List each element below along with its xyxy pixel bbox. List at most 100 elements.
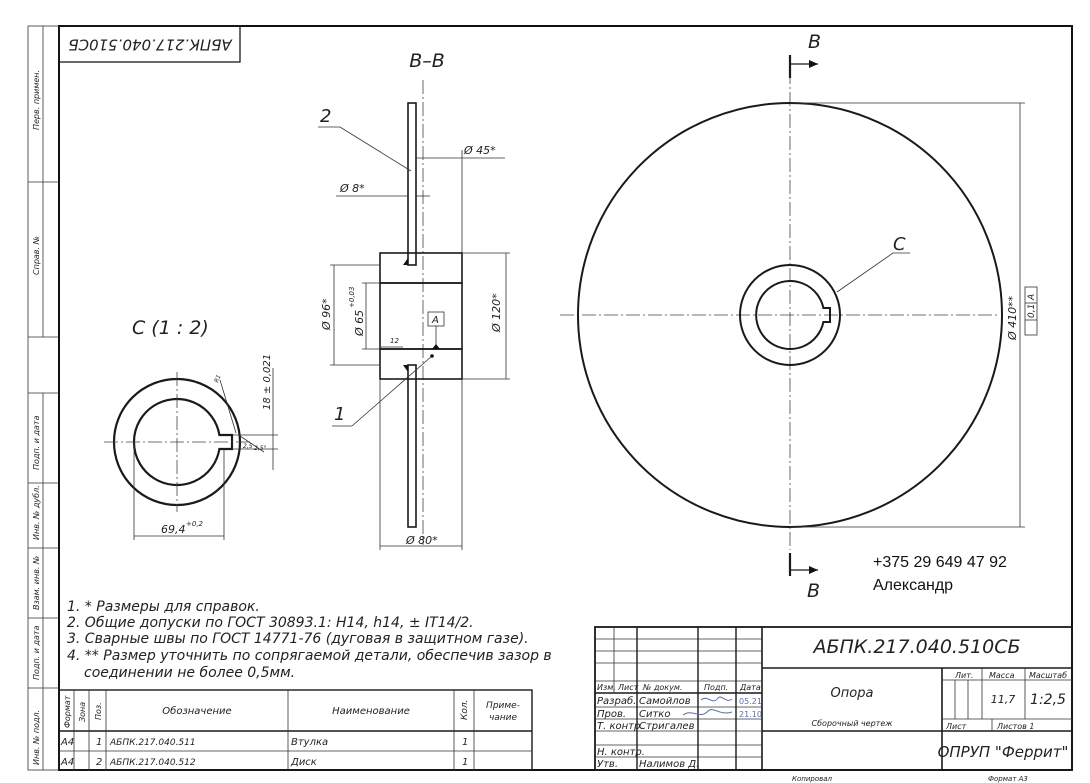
note-4-cont: соединении не более 0,5мм.	[84, 665, 295, 681]
detail-c-view: 69,4 +0,2 18 ± 0,021 R1 2,5 2,5°	[104, 354, 278, 540]
detail-title: С (1 : 2)	[132, 317, 209, 339]
tb-scale-label: Масштаб	[1029, 671, 1067, 680]
spec-row-1-format: А4	[60, 737, 74, 748]
spec-row-1-qty: 1	[462, 737, 468, 748]
contact-block: +375 29 649 47 92 Александр	[873, 551, 1007, 597]
margin-label-first-use: Перв. примен.	[32, 70, 41, 130]
spec-row-1-designation: АБПК.217.040.511	[109, 738, 196, 748]
dim-d45: Ø 45*	[463, 144, 496, 157]
bushing-outer	[739, 264, 841, 366]
spec-header-format: Формат	[63, 695, 72, 728]
tb-role-tech-control: Т. контр.	[597, 721, 644, 732]
margin-label-dup-inv: Инв. № дубл.	[32, 485, 41, 540]
bottom-copied: Копировал	[792, 775, 833, 783]
runout-frame	[1024, 286, 1038, 336]
datum-a-label: A	[431, 315, 439, 326]
tb-col-doc: № докум.	[642, 683, 682, 692]
margin-label-repl-inv: Взам. инв. №	[32, 556, 41, 610]
spec-row-2-name: Диск	[290, 757, 317, 768]
bushing-bore-keyway	[755, 280, 831, 350]
spec-row-2-pos: 2	[96, 757, 102, 768]
weld-size: 12	[390, 337, 399, 345]
tb-part-name: Опора	[831, 686, 874, 701]
tb-designation: АБПК.217.040.510СБ	[811, 636, 1020, 658]
tb-person-checker: Ситко	[639, 709, 670, 720]
spec-header-qty: Кол.	[460, 699, 470, 720]
tb-col-sign: Подп.	[704, 683, 728, 692]
spec-row-2-designation: АБПК.217.040.512	[109, 758, 196, 768]
tb-doc-type: Сборочный чертеж	[812, 719, 894, 728]
contact-phone[interactable]: +375 29 649 47 92	[873, 554, 1007, 571]
dim-key-69: 69,4	[161, 523, 186, 536]
note-1: 1. * Размеры для справок.	[67, 599, 260, 615]
tb-col-rev: Изм.	[597, 683, 616, 692]
tb-sheets-label: Листов 1	[996, 722, 1035, 731]
spec-row-1-name: Втулка	[291, 737, 328, 748]
spec-header-note-1: Приме-	[486, 701, 520, 711]
dim-d65: Ø 65	[353, 310, 366, 337]
tb-organization: ОПРУП "Феррит"	[938, 743, 1069, 761]
dim-d410: Ø 410**	[1006, 295, 1019, 341]
bushing-bore	[379, 282, 463, 350]
dim-d96: Ø 96*	[320, 298, 333, 331]
dim-key-69-tol: +0,2	[186, 520, 204, 528]
section-mark-bottom: В	[807, 580, 820, 602]
section-title: В–В	[409, 50, 445, 72]
code-stamp-text: АБПК.217.040.510СБ	[68, 36, 232, 54]
tb-date-developer: 05.21	[739, 697, 762, 706]
note-4: 4. ** Размер уточнить по сопрягаемой дет…	[67, 648, 552, 664]
tb-mass-label: Масса	[989, 671, 1015, 680]
dim-d120: Ø 120*	[490, 293, 503, 333]
spec-row-2-format: А4	[60, 757, 74, 768]
tb-person-tech-control: Стригалев	[639, 721, 695, 732]
tb-role-developer: Разраб.	[597, 695, 636, 707]
tb-role-norm-control: Н. контр.	[597, 747, 645, 758]
dim-key-r1: R1	[213, 374, 222, 384]
spec-header-note-2: чание	[489, 713, 518, 723]
spec-header-zone: Зона	[78, 702, 87, 722]
runout-value: 0,1	[1027, 304, 1037, 318]
margin-label-sign-date-2: Подп. и дата	[32, 625, 41, 680]
signature-checker	[682, 709, 733, 716]
tb-sheet-label: Лист	[945, 722, 967, 731]
dim-d80: Ø 80*	[405, 534, 438, 547]
tb-role-checker: Пров.	[597, 709, 626, 720]
title-block: Изм. Лист № докум. Подп. Дата Разраб. Пр…	[594, 626, 1073, 771]
dim-key-18: 18 ± 0,021	[262, 354, 273, 410]
spec-header-designation: Обозначение	[162, 705, 231, 717]
spec-header-name: Наименование	[332, 706, 410, 717]
weld-lower	[403, 365, 408, 372]
note-2: 2. Общие допуски по ГОСТ 30893.1: H14, h…	[67, 615, 474, 631]
section-mark-top: В	[808, 31, 821, 53]
leader-label-2: 2	[320, 106, 331, 127]
disc-upper	[407, 102, 417, 266]
tb-scale-value: 1:2,5	[1030, 692, 1066, 708]
signature-developer	[700, 696, 733, 702]
dim-d8: Ø 8*	[339, 182, 365, 195]
dim-d65-tol: +0,03	[348, 287, 356, 308]
disc-lower	[407, 364, 417, 528]
margin-label-orig-inv: Инв. № подл.	[32, 710, 41, 765]
bushing-wall-upper	[379, 252, 463, 284]
inner-frame	[58, 25, 1073, 771]
note-3: 3. Сварные швы по ГОСТ 14771-76 (дуговая…	[67, 631, 529, 647]
tb-person-developer: Самойлов	[639, 696, 691, 707]
dim-key-r2: 2,5	[243, 443, 253, 450]
leader-label-c: С	[893, 234, 906, 255]
spec-row-2-qty: 1	[462, 757, 468, 768]
contact-name: Александр	[873, 577, 954, 594]
tb-date-checker: 21.10	[739, 710, 762, 719]
tb-lit-label: Лит.	[954, 671, 973, 680]
detail-keyway-bore	[132, 397, 234, 487]
margin-label-sign-date-1: Подп. и дата	[32, 415, 41, 470]
front-view: Ø 410** 0,1 A С В В	[560, 31, 1038, 602]
tb-col-sheet: Лист	[617, 683, 639, 692]
tb-mass-value: 11,7	[991, 693, 1016, 706]
weld-upper	[403, 258, 408, 265]
technical-notes: 1. * Размеры для справок. 2. Общие допус…	[67, 599, 552, 681]
runout-datum: A	[1027, 294, 1037, 301]
tb-role-approver: Утв.	[597, 759, 618, 770]
spec-table: Формат Зона Поз. Обозначение Наименовани…	[58, 689, 533, 771]
left-margin-strip: Перв. примен. Справ. № Подп. и дата Инв.…	[28, 26, 59, 770]
